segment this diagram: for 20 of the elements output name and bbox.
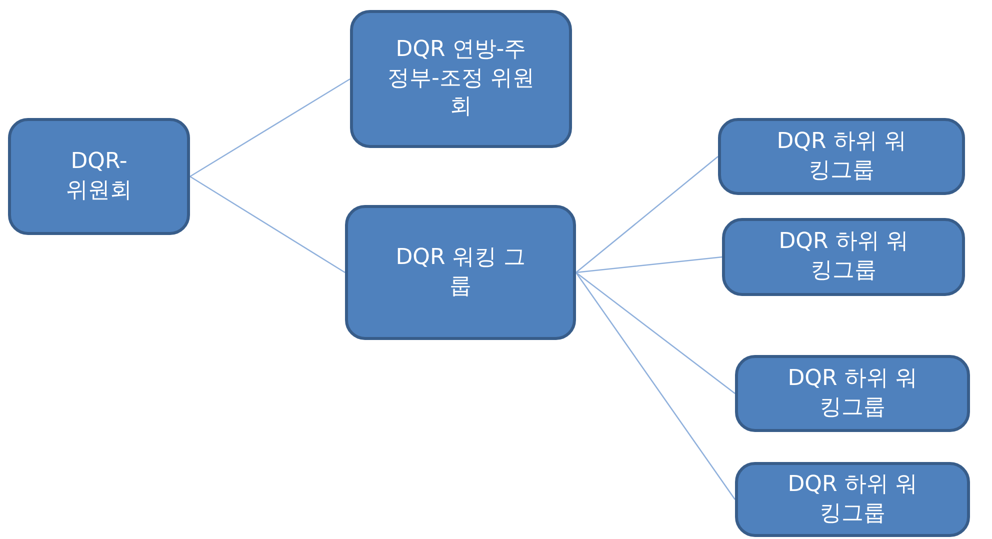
connector-line bbox=[576, 256, 722, 274]
org-box bbox=[8, 118, 190, 235]
org-box bbox=[735, 462, 970, 537]
box-label: DQR 하위 워킹그룹 bbox=[778, 228, 908, 285]
connector-line bbox=[575, 272, 736, 500]
box-label: DQR 연방-주 정부-조정 위원회 bbox=[386, 36, 536, 122]
connector-line bbox=[576, 272, 736, 394]
org-box bbox=[718, 118, 965, 195]
box-label: DQR 하위 워킹그룹 bbox=[788, 470, 918, 528]
org-box bbox=[735, 355, 970, 432]
box-label: DQR- 위원회 bbox=[65, 148, 133, 204]
box-label: DQR 하위 워킹그룹 bbox=[776, 128, 906, 184]
org-box bbox=[350, 10, 572, 148]
connector-line bbox=[190, 78, 350, 178]
box-label: DQR 워킹 그룹 bbox=[396, 244, 526, 300]
org-box bbox=[345, 205, 576, 340]
org-box bbox=[722, 218, 965, 296]
box-label: DQR 하위 워킹그룹 bbox=[788, 364, 918, 422]
connector-line bbox=[576, 156, 718, 273]
connector-line bbox=[190, 176, 346, 274]
